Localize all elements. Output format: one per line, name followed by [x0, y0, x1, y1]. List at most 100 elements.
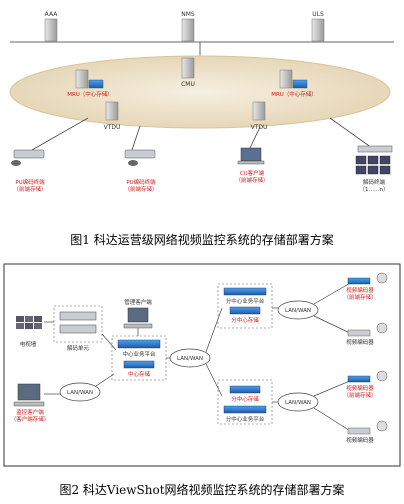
vtdu-right: VTDU [251, 101, 268, 131]
network-ellipse [9, 55, 391, 129]
laptop-base-icon [237, 160, 265, 165]
encoder-3-line2: （前端存储） [343, 391, 376, 399]
encoder-device-icon [347, 427, 371, 435]
monitor-icon [127, 307, 149, 323]
encoder-2-line1: 视频编码器 [346, 338, 374, 346]
dome-camera-icon [376, 322, 388, 334]
figure-1: AAA NMS ULS CMU MRU（中心存储） [9, 11, 394, 193]
cloud-center: LAN/WAN [169, 348, 211, 368]
cmu-server: CMU [181, 57, 195, 88]
dome-camera-icon [376, 272, 388, 284]
encoder-device-icon [347, 277, 371, 285]
screen-icon [34, 316, 42, 322]
monitor-icon [379, 155, 391, 165]
figure-2: 电视墙 解码单元 管理客户端 中心业务平台 中心存储 L [3, 263, 401, 467]
decoder-device-icon [59, 324, 97, 334]
monitor-client: 监控客户端 （客户端存储） [11, 383, 50, 423]
decoder-unit-label: 解码单元 [67, 344, 90, 352]
camera-icon [128, 160, 138, 166]
sub-top-outline [217, 283, 273, 329]
link-cloud-subtop [205, 307, 223, 353]
vtdu-left-label: VTDU [104, 124, 121, 131]
encoder-3: 视频编码器 （前端存储） [343, 370, 388, 399]
encoder-1-line1: 视频编码器 [346, 286, 374, 294]
screen-icon [25, 316, 33, 322]
screen-icon [16, 323, 24, 329]
pu-encoder-1: PU编码终端 （前端存储） [11, 149, 47, 193]
nms-label: NMS [181, 11, 195, 18]
pu1-line2: （前端存储） [13, 185, 46, 193]
cloud-right-top-label: LAN/WAN [285, 308, 311, 314]
monitor-icon [355, 155, 367, 165]
sub-bottom-platform-label: 分中心业务平台 [226, 415, 265, 423]
monitor-icon [367, 165, 379, 175]
sub-top-platform-label: 分中心业务平台 [226, 297, 265, 305]
dome-camera-icon [376, 420, 388, 432]
vtdu-left: VTDU [104, 101, 121, 131]
link-cloud-subbottom [205, 363, 223, 397]
cloud-icon [59, 382, 101, 402]
admin-client-label: 管理客户端 [124, 298, 152, 306]
encoder-device-icon [13, 149, 45, 159]
mru-right-label: MRU（中心存储） [271, 90, 317, 98]
encoder-2: 视频编码器 [346, 322, 388, 346]
monitor-client-line2: （客户端存储） [11, 415, 50, 423]
storage-icon [88, 79, 104, 89]
tv-wall-label: 电视墙 [20, 340, 37, 348]
pu2-line1: PU编码终端 [126, 178, 156, 186]
encoder-4: 视频编码器 [346, 420, 388, 444]
decoder-line2: （1……n） [360, 186, 389, 193]
server-icon [279, 69, 293, 89]
monitor-icon [379, 165, 391, 175]
encoder-device-icon [347, 329, 371, 337]
sub-top-storage-icon [229, 306, 261, 315]
vtdu-right-label: VTDU [251, 124, 268, 131]
encoder-device-icon [347, 375, 371, 383]
keyboard-icon [123, 323, 153, 329]
monitor-icon [17, 383, 41, 401]
encoder-3-line1: 视频编码器 [346, 384, 374, 392]
monitor-client-line1: 监控客户端 [16, 408, 44, 416]
sub-top-storage-label: 分中心存储 [231, 316, 259, 324]
encoder-device-icon [124, 149, 156, 159]
link-cloud-encoder2 [313, 315, 353, 335]
uls-server-icon [311, 18, 325, 42]
keyboard-icon [13, 401, 45, 407]
uls-label: ULS [312, 11, 324, 18]
encoder-1-line2: （前端存储） [343, 293, 376, 301]
decoder-device-icon [59, 311, 97, 321]
link-cloud-encoder3 [313, 379, 353, 397]
sub-bottom-platform-icon [223, 405, 267, 414]
laptop-screen-icon [240, 147, 262, 162]
pu1-line1: PU编码终端 [15, 178, 45, 186]
nms-server-icon [181, 18, 195, 42]
aaa-label: AAA [45, 11, 59, 18]
server-icon [105, 101, 119, 121]
center-platform-icon [117, 339, 161, 349]
center-storage-icon [123, 360, 155, 369]
center-storage-label: 中心存储 [128, 370, 151, 378]
monitor-icon [355, 165, 367, 175]
cloud-right-bottom: LAN/WAN [277, 392, 319, 412]
camera-icon [11, 160, 21, 166]
sub-top-platform-icon [223, 287, 267, 296]
tv-wall: 电视墙 [16, 316, 42, 348]
link-cloud-encoder1 [313, 281, 353, 305]
cu-client: CU客户端 （前端存储） [235, 147, 269, 184]
nms-server: NMS [181, 11, 195, 42]
dome-camera-icon [376, 370, 388, 382]
monitor-icon [367, 155, 379, 165]
aaa-server: AAA [45, 11, 59, 42]
sub-center-top: 分中心业务平台 分中心存储 [217, 283, 273, 329]
admin-client: 管理客户端 [123, 298, 153, 329]
decoder-device-icon [357, 145, 393, 153]
link-cu [249, 126, 261, 149]
encoder-4-line1: 视频编码器 [346, 436, 374, 444]
cloud-center-label: LAN/WAN [177, 356, 203, 362]
cmu-label: CMU [181, 81, 195, 88]
mru-left: MRU（中心存储） [67, 69, 113, 98]
decoder-line1: 解码终端 [363, 178, 386, 186]
cu-line2: （前端存储） [235, 176, 268, 184]
server-icon [252, 101, 266, 121]
